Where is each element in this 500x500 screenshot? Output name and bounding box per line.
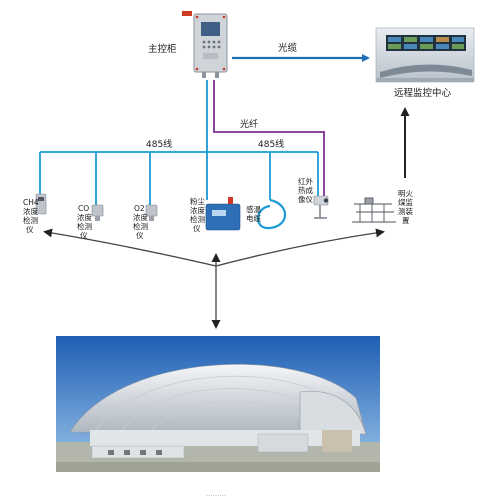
dust-detector-icon bbox=[205, 197, 241, 231]
coal-shed-photo bbox=[56, 336, 380, 472]
heat-cable-icon bbox=[256, 198, 287, 230]
main-cabinet bbox=[182, 11, 228, 78]
ir-camera-icon bbox=[313, 195, 329, 219]
ch4-detector-icon bbox=[35, 193, 47, 215]
fire-monitor-icon bbox=[352, 197, 396, 223]
cable-label: 光缆 bbox=[278, 42, 298, 54]
cabinet-screen bbox=[201, 22, 220, 36]
remote-center-photo bbox=[375, 27, 475, 83]
fire-monitor-label: 明火煤监测装置 bbox=[398, 189, 413, 225]
ir-camera-label: 红外热成像仪 bbox=[298, 176, 313, 204]
co-detector-icon bbox=[91, 204, 104, 221]
alarm-light-icon bbox=[182, 11, 192, 16]
heat-cable-label: 感温电缆 bbox=[246, 204, 261, 223]
bus-label-right: 485线 bbox=[258, 138, 284, 150]
fiber-link bbox=[213, 80, 325, 196]
dust-label: 粉尘浓度检测仪 bbox=[190, 196, 205, 233]
o2-detector-icon bbox=[145, 204, 158, 221]
rs485-bus bbox=[39, 80, 319, 205]
fiber-label: 光纤 bbox=[240, 118, 258, 130]
footer-watermark: ········· bbox=[206, 492, 226, 500]
converging-arrows bbox=[43, 228, 385, 329]
main-cabinet-label: 主控柜 bbox=[148, 43, 177, 55]
bus-label-left: 485线 bbox=[146, 138, 172, 150]
remote-center-label: 远程监控中心 bbox=[394, 87, 452, 99]
